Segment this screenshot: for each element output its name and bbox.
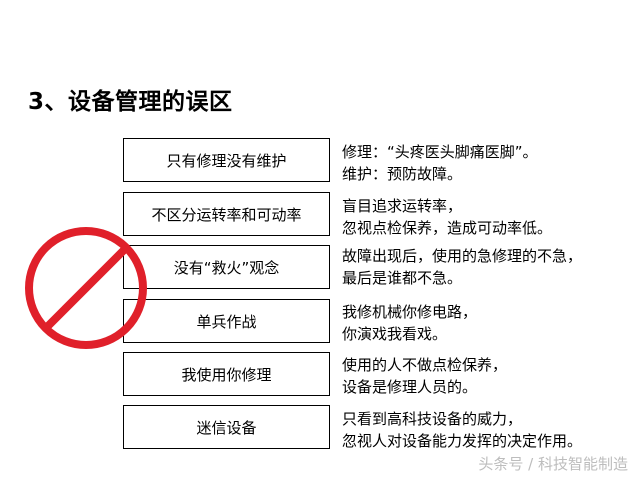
misconception-label: 只有修理没有维护 [166, 151, 287, 170]
misconception-desc-1: 修理：“头疼医头脚痛医脚”。 维护：预防故障。 [342, 141, 538, 185]
misconception-box-6: 迷信设备 [123, 405, 330, 449]
desc-line: 维护：预防故障。 [342, 165, 463, 183]
desc-line: 最后是谁都不急。 [342, 269, 463, 287]
misconception-box-1: 只有修理没有维护 [123, 138, 330, 182]
desc-line: 忽视人对设备能力发挥的决定作用。 [342, 432, 583, 450]
desc-line: 我修机械你修电路， [342, 303, 478, 321]
misconception-label: 不区分运转率和可动率 [151, 205, 302, 224]
misconception-desc-4: 我修机械你修电路， 你演戏我看戏。 [342, 301, 477, 345]
desc-line: 只看到高科技设备的威力， [342, 410, 523, 428]
misconception-box-3: 没有“救火”观念 [123, 245, 330, 289]
misconception-label: 迷信设备 [196, 418, 257, 437]
misconception-desc-3: 故障出现后，使用的急修理的不急， 最后是谁都不急。 [342, 245, 582, 289]
misconception-box-4: 单兵作战 [123, 299, 330, 343]
desc-line: 设备是修理人员的。 [342, 378, 478, 396]
desc-line: 盲目追求运转率， [342, 197, 463, 215]
misconception-label: 单兵作战 [196, 312, 257, 331]
misconception-label: 我使用你修理 [181, 365, 272, 384]
desc-line: 你演戏我看戏。 [342, 325, 448, 343]
desc-line: 故障出现后，使用的急修理的不急， [342, 247, 583, 265]
desc-line: 忽视点检保养，造成可动率低。 [342, 219, 553, 237]
page-title: 3、设备管理的误区 [28, 89, 233, 115]
misconception-desc-5: 使用的人不做点检保养， 设备是修理人员的。 [342, 354, 507, 398]
desc-line: 修理：“头疼医头脚痛医脚”。 [342, 143, 538, 161]
desc-line: 使用的人不做点检保养， [342, 356, 508, 374]
misconception-box-5: 我使用你修理 [123, 352, 330, 396]
misconception-box-2: 不区分运转率和可动率 [123, 192, 330, 236]
misconception-desc-2: 盲目追求运转率， 忽视点检保养，造成可动率低。 [342, 195, 552, 239]
watermark: 头条号 / 科技智能制造 [478, 455, 628, 473]
misconception-label: 没有“救火”观念 [173, 258, 280, 277]
misconception-desc-6: 只看到高科技设备的威力， 忽视人对设备能力发挥的决定作用。 [342, 408, 582, 452]
